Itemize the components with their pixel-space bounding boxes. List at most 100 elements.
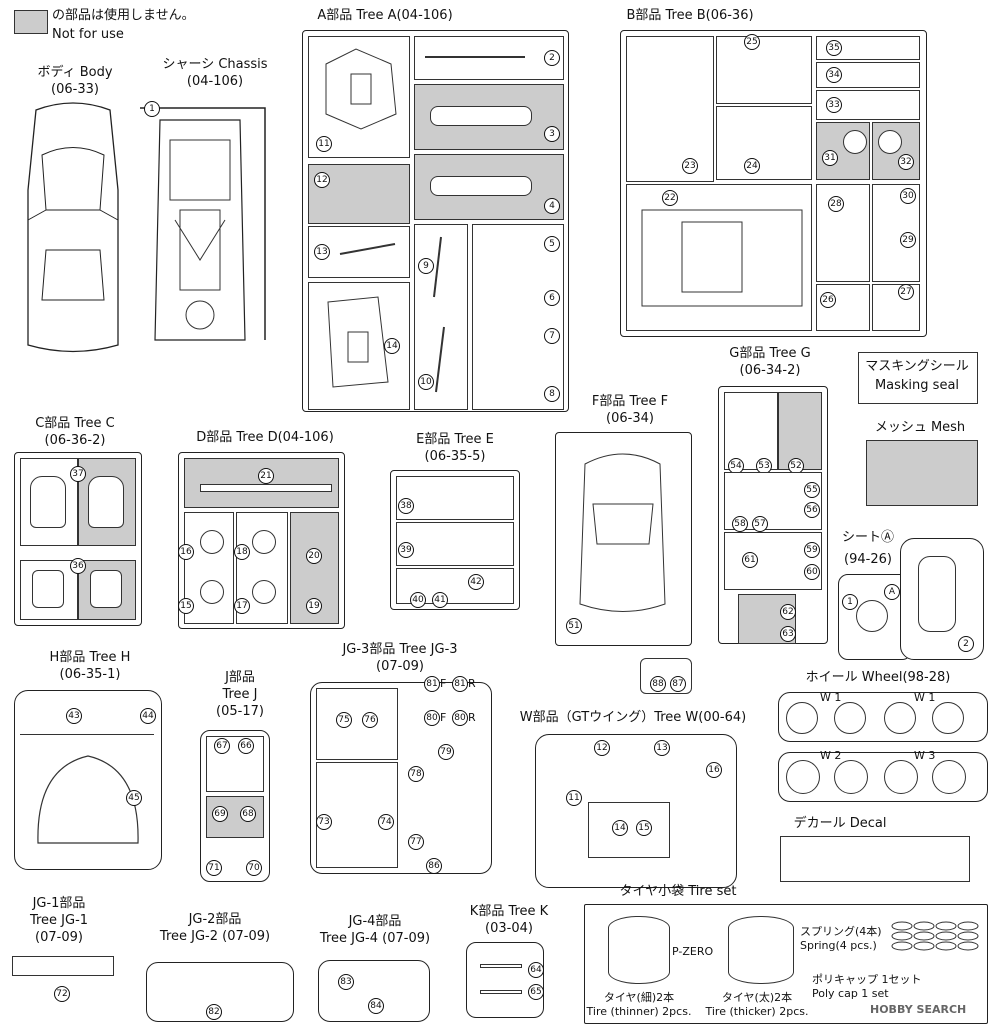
tree-jg3-cell-75-76 <box>316 688 398 760</box>
spring-en: Spring(4 pcs.) <box>800 939 877 952</box>
seat-a-code: (94-26) <box>844 552 892 567</box>
tree-c-title: C部品 Tree C <box>35 416 115 431</box>
part-70: 70 <box>246 860 262 876</box>
part-19: 19 <box>306 598 322 614</box>
part-25: 25 <box>744 34 760 50</box>
tree-f-frame <box>555 432 692 646</box>
part-81r: 81 <box>452 676 468 692</box>
part-42: 42 <box>468 574 484 590</box>
wheel-back-3 <box>884 760 918 794</box>
w-part-14: 14 <box>612 820 628 836</box>
tree-e-title: E部品 Tree E <box>416 432 494 447</box>
tree-b-cell-25 <box>716 36 812 104</box>
part-11-drawing <box>325 48 397 130</box>
part-7: 7 <box>544 328 560 344</box>
wheel-rim-3 <box>884 702 916 734</box>
mesh-title: メッシュ Mesh <box>874 420 966 435</box>
seat-shell-drawing <box>918 556 956 632</box>
decal-title: デカール Decal <box>793 816 887 831</box>
tree-a-cell-5-8 <box>472 224 564 410</box>
part-8: 8 <box>544 386 560 402</box>
tree-c-code: (06-36-2) <box>44 433 106 448</box>
part-45: 45 <box>126 790 142 806</box>
part-61: 61 <box>742 552 758 568</box>
part-34: 34 <box>826 67 842 83</box>
tree-j-line1: J部品 <box>225 670 255 685</box>
wheel-back-4 <box>932 760 966 794</box>
part-4: 4 <box>544 198 560 214</box>
tree-jg2-line1: JG-2部品 <box>188 912 242 927</box>
part-22: 22 <box>662 190 678 206</box>
wheel-rim-4 <box>932 702 964 734</box>
tree-f-code: (06-34) <box>606 411 654 426</box>
tree-j-line2: Tree J <box>222 687 258 702</box>
part-82: 82 <box>206 1004 222 1020</box>
part-32-drawing <box>878 130 902 154</box>
part-21-drawing <box>200 484 332 492</box>
tree-a-title: A部品 Tree A(04-106) <box>317 8 453 23</box>
tree-d-title: D部品 Tree D(04-106) <box>196 430 334 445</box>
part-24: 24 <box>744 158 760 174</box>
w-part-15: 15 <box>636 820 652 836</box>
part-20: 20 <box>306 548 322 564</box>
tire-thick-jp: タイヤ(太)2本 <box>721 991 793 1004</box>
wheel-rim-2 <box>834 702 866 734</box>
part-33: 33 <box>826 97 842 113</box>
part-71: 71 <box>206 860 222 876</box>
part-59: 59 <box>804 542 820 558</box>
part-80f-suffix: F <box>440 711 447 724</box>
tree-e-code: (06-35-5) <box>424 449 486 464</box>
w-part-11: 11 <box>566 790 582 806</box>
part-81r-suffix: R <box>468 677 476 690</box>
wheel-back-1 <box>786 760 820 794</box>
part-39: 39 <box>398 542 414 558</box>
part-86: 86 <box>426 858 442 874</box>
tree-e-cell-39 <box>396 522 514 566</box>
tree-jg3-cell-73-74 <box>316 762 398 868</box>
tree-h-code: (06-35-1) <box>59 667 121 682</box>
part-37: 37 <box>70 466 86 482</box>
part-17: 17 <box>234 598 250 614</box>
part-83: 83 <box>338 974 354 990</box>
part-41: 41 <box>432 592 448 608</box>
k-part-64-drawing <box>480 964 522 968</box>
part-12: 12 <box>314 172 330 188</box>
part-51-drawing <box>579 453 666 612</box>
part-9: 9 <box>418 258 434 274</box>
tree-f-title: F部品 Tree F <box>591 394 669 409</box>
part-55: 55 <box>804 482 820 498</box>
tire-brand: P-ZERO <box>672 945 714 958</box>
not-for-use-swatch <box>14 10 48 34</box>
part-2-drawing <box>425 56 525 58</box>
part-79: 79 <box>438 744 454 760</box>
tire-thick-drawing <box>728 916 794 984</box>
part-38: 38 <box>398 498 414 514</box>
polycap-en: Poly cap 1 set <box>812 987 889 1000</box>
seat-drawing-3 <box>32 570 64 608</box>
wheel-18-drawing <box>252 530 276 554</box>
wheel-rim-1 <box>786 702 818 734</box>
part-30: 30 <box>900 188 916 204</box>
tree-w-title: W部品（GTウイング）Tree W(00-64) <box>519 710 747 725</box>
part-14-drawing <box>327 296 389 388</box>
tree-jg3-title: JG-3部品 Tree JG-3 <box>342 642 458 657</box>
part-1: 1 <box>144 101 160 117</box>
part-23: 23 <box>682 158 698 174</box>
part-14: 14 <box>384 338 400 354</box>
seat-drawing-2 <box>88 476 124 528</box>
part-78: 78 <box>408 766 424 782</box>
part-18: 18 <box>234 544 250 560</box>
chassis-runner <box>140 107 266 341</box>
part-51: 51 <box>566 618 582 634</box>
tree-b-title: B部品 Tree B(06-36) <box>626 8 754 23</box>
legend-line1: の部品は使用しません。 <box>52 8 195 23</box>
part-2: 2 <box>544 50 560 66</box>
part-65: 65 <box>528 984 544 1000</box>
part-35: 35 <box>826 40 842 56</box>
tire-thin-drawing <box>608 916 670 984</box>
part-4-drawing <box>430 176 532 196</box>
seat-a-title: シートⒶ <box>841 530 894 545</box>
tree-jg3-code: (07-09) <box>376 659 424 674</box>
tree-g-cell-53-54 <box>724 392 778 470</box>
part-31-drawing <box>843 130 867 154</box>
